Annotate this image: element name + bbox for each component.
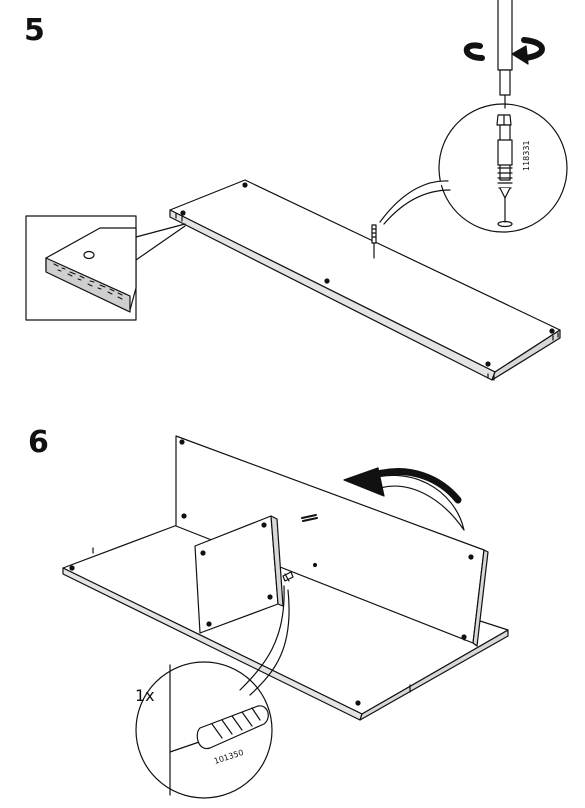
flip-arrow-icon bbox=[343, 467, 465, 531]
step-5-panel bbox=[169, 179, 561, 381]
step-6-base-panel bbox=[62, 523, 509, 721]
wood-dowel-icon bbox=[196, 705, 269, 750]
screwdriver-icon bbox=[497, 0, 513, 109]
step-6-magnifier bbox=[135, 585, 290, 799]
step-6-side-panel bbox=[194, 515, 294, 634]
step-6-number: 6 bbox=[28, 425, 49, 460]
step-5-number: 5 bbox=[24, 13, 45, 48]
step-5-edge-detail bbox=[25, 215, 186, 321]
step-5-part-number: 118331 bbox=[522, 140, 531, 171]
step-5-magnifier bbox=[379, 0, 568, 233]
rotate-arrow-icon bbox=[463, 37, 545, 65]
step-6-quantity: 1x bbox=[135, 686, 155, 705]
step-6-back-panel bbox=[175, 435, 489, 647]
cam-bolt-icon bbox=[496, 114, 513, 228]
